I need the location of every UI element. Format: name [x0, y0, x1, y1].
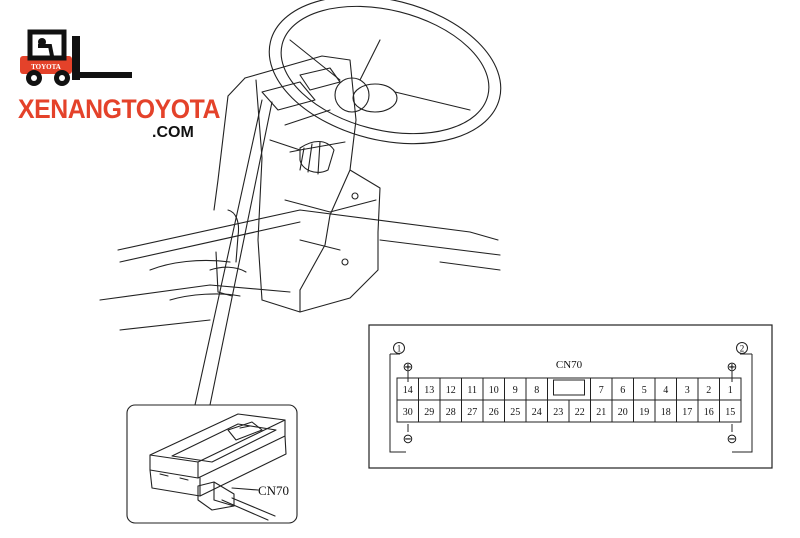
- pin-7: 7: [599, 385, 604, 396]
- logo-tag: TOYOTA: [31, 63, 61, 71]
- pin-14: 14: [403, 385, 413, 396]
- pin-4: 4: [663, 385, 668, 396]
- pin-2: 2: [706, 385, 711, 396]
- pin-8: 8: [534, 385, 539, 396]
- pin-12: 12: [446, 385, 456, 396]
- callout-label: CN70: [258, 483, 289, 498]
- pin-26: 26: [489, 407, 499, 418]
- minus-symbol-left: ⊖: [403, 431, 414, 446]
- pin-15: 15: [725, 407, 735, 418]
- terminal-label-2: 2: [740, 344, 745, 354]
- pin-25: 25: [510, 407, 520, 418]
- dashboard-body: [213, 55, 381, 313]
- pin-9: 9: [513, 385, 518, 396]
- plus-symbol-left: ⊕: [403, 359, 414, 374]
- pin-11: 11: [467, 385, 477, 396]
- pin-29: 29: [424, 407, 434, 418]
- pin-6: 6: [620, 385, 625, 396]
- pin-18: 18: [661, 407, 671, 418]
- callout-leader-lines: [194, 99, 273, 406]
- pin-20: 20: [618, 407, 628, 418]
- plus-symbol-right: ⊕: [727, 359, 738, 374]
- callout-box: [126, 404, 298, 524]
- brand-domain: .COM: [152, 124, 194, 141]
- pin-28: 28: [446, 407, 456, 418]
- pin-21: 21: [596, 407, 606, 418]
- connector-key: [553, 379, 585, 396]
- forklift-icon: TOYOTA: [20, 29, 132, 86]
- pin-3: 3: [685, 385, 690, 396]
- brand-logo: TOYOTA XENANGTOYOTA .COM: [18, 28, 220, 143]
- minus-symbol-right: ⊖: [727, 431, 738, 446]
- pin-5: 5: [642, 385, 647, 396]
- pin-30: 30: [403, 407, 413, 418]
- pin-24: 24: [532, 407, 542, 418]
- terminal-label-1: 1: [397, 344, 402, 354]
- pin-22: 22: [575, 407, 585, 418]
- pin-19: 19: [639, 407, 649, 418]
- floor-lever: [209, 209, 247, 297]
- pin-23: 23: [553, 407, 563, 418]
- connector-title: CN70: [556, 359, 583, 371]
- pin-1: 1: [728, 385, 733, 396]
- pin-10: 10: [489, 385, 499, 396]
- pin-27: 27: [467, 407, 477, 418]
- steering-wheel: [268, 0, 502, 145]
- pin-13: 13: [424, 385, 434, 396]
- truck-floor-lines: [99, 209, 501, 331]
- pin-17: 17: [682, 407, 692, 418]
- brand-name: XENANGTOYOTA: [18, 94, 220, 124]
- direction-lever: [289, 140, 335, 175]
- pin-16: 16: [704, 407, 714, 418]
